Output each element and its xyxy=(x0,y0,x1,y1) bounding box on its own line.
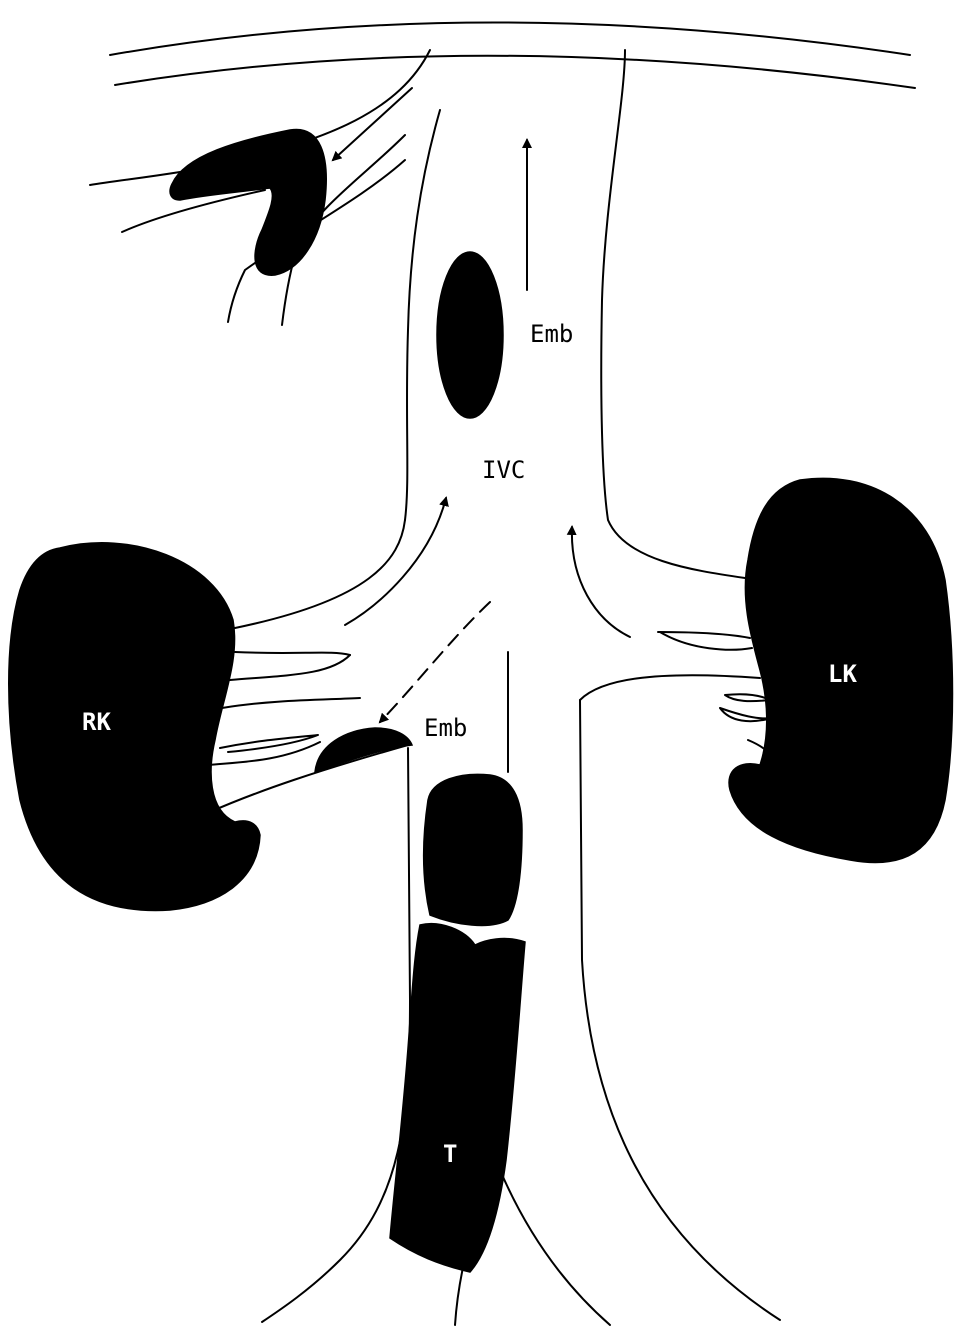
diaphragm-outer-line xyxy=(110,23,910,56)
upper-embolus-label: Emb xyxy=(530,320,573,348)
flow-arrow-right-renal xyxy=(345,498,446,625)
right-kidney xyxy=(9,543,260,911)
left-renal-vein-branch-2 xyxy=(720,708,772,721)
renal-embolus-label: Emb xyxy=(424,714,467,742)
left-renal-vein-upper-2 xyxy=(660,632,752,650)
ivc-lower-left-wall xyxy=(262,748,410,1322)
right-renal-vein-upper xyxy=(235,652,350,655)
ivc-label: IVC xyxy=(482,456,525,484)
right-renal-vein-branch-4 xyxy=(210,745,408,812)
right-renal-vein-branch-3 xyxy=(208,742,320,765)
ivc-left-lower-wall xyxy=(235,520,405,628)
flow-arrow-left-renal xyxy=(572,527,630,637)
tumor-upper-segment xyxy=(424,774,522,925)
renal-vein-embolus xyxy=(315,728,412,772)
iliac-bifurcation-right xyxy=(500,1170,610,1325)
flow-arrow-hepatic xyxy=(333,88,412,160)
left-renal-vein-branch-1 xyxy=(725,694,770,701)
upper-embolus xyxy=(437,252,503,418)
right-kidney-label: RK xyxy=(82,708,111,736)
hepatic-embolus xyxy=(170,129,326,275)
left-renal-vein-mid xyxy=(580,675,760,700)
tumor-label: T xyxy=(443,1140,457,1168)
ivc-right-wall xyxy=(601,50,745,578)
flow-arrow-dashed xyxy=(380,602,490,722)
left-kidney-label: LK xyxy=(828,660,857,688)
diaphragm-inner-line xyxy=(115,56,915,88)
hepatic-vein-line-1 xyxy=(405,110,440,520)
right-renal-vein-lower xyxy=(230,655,350,680)
right-renal-vein-branch-1 xyxy=(222,698,360,708)
